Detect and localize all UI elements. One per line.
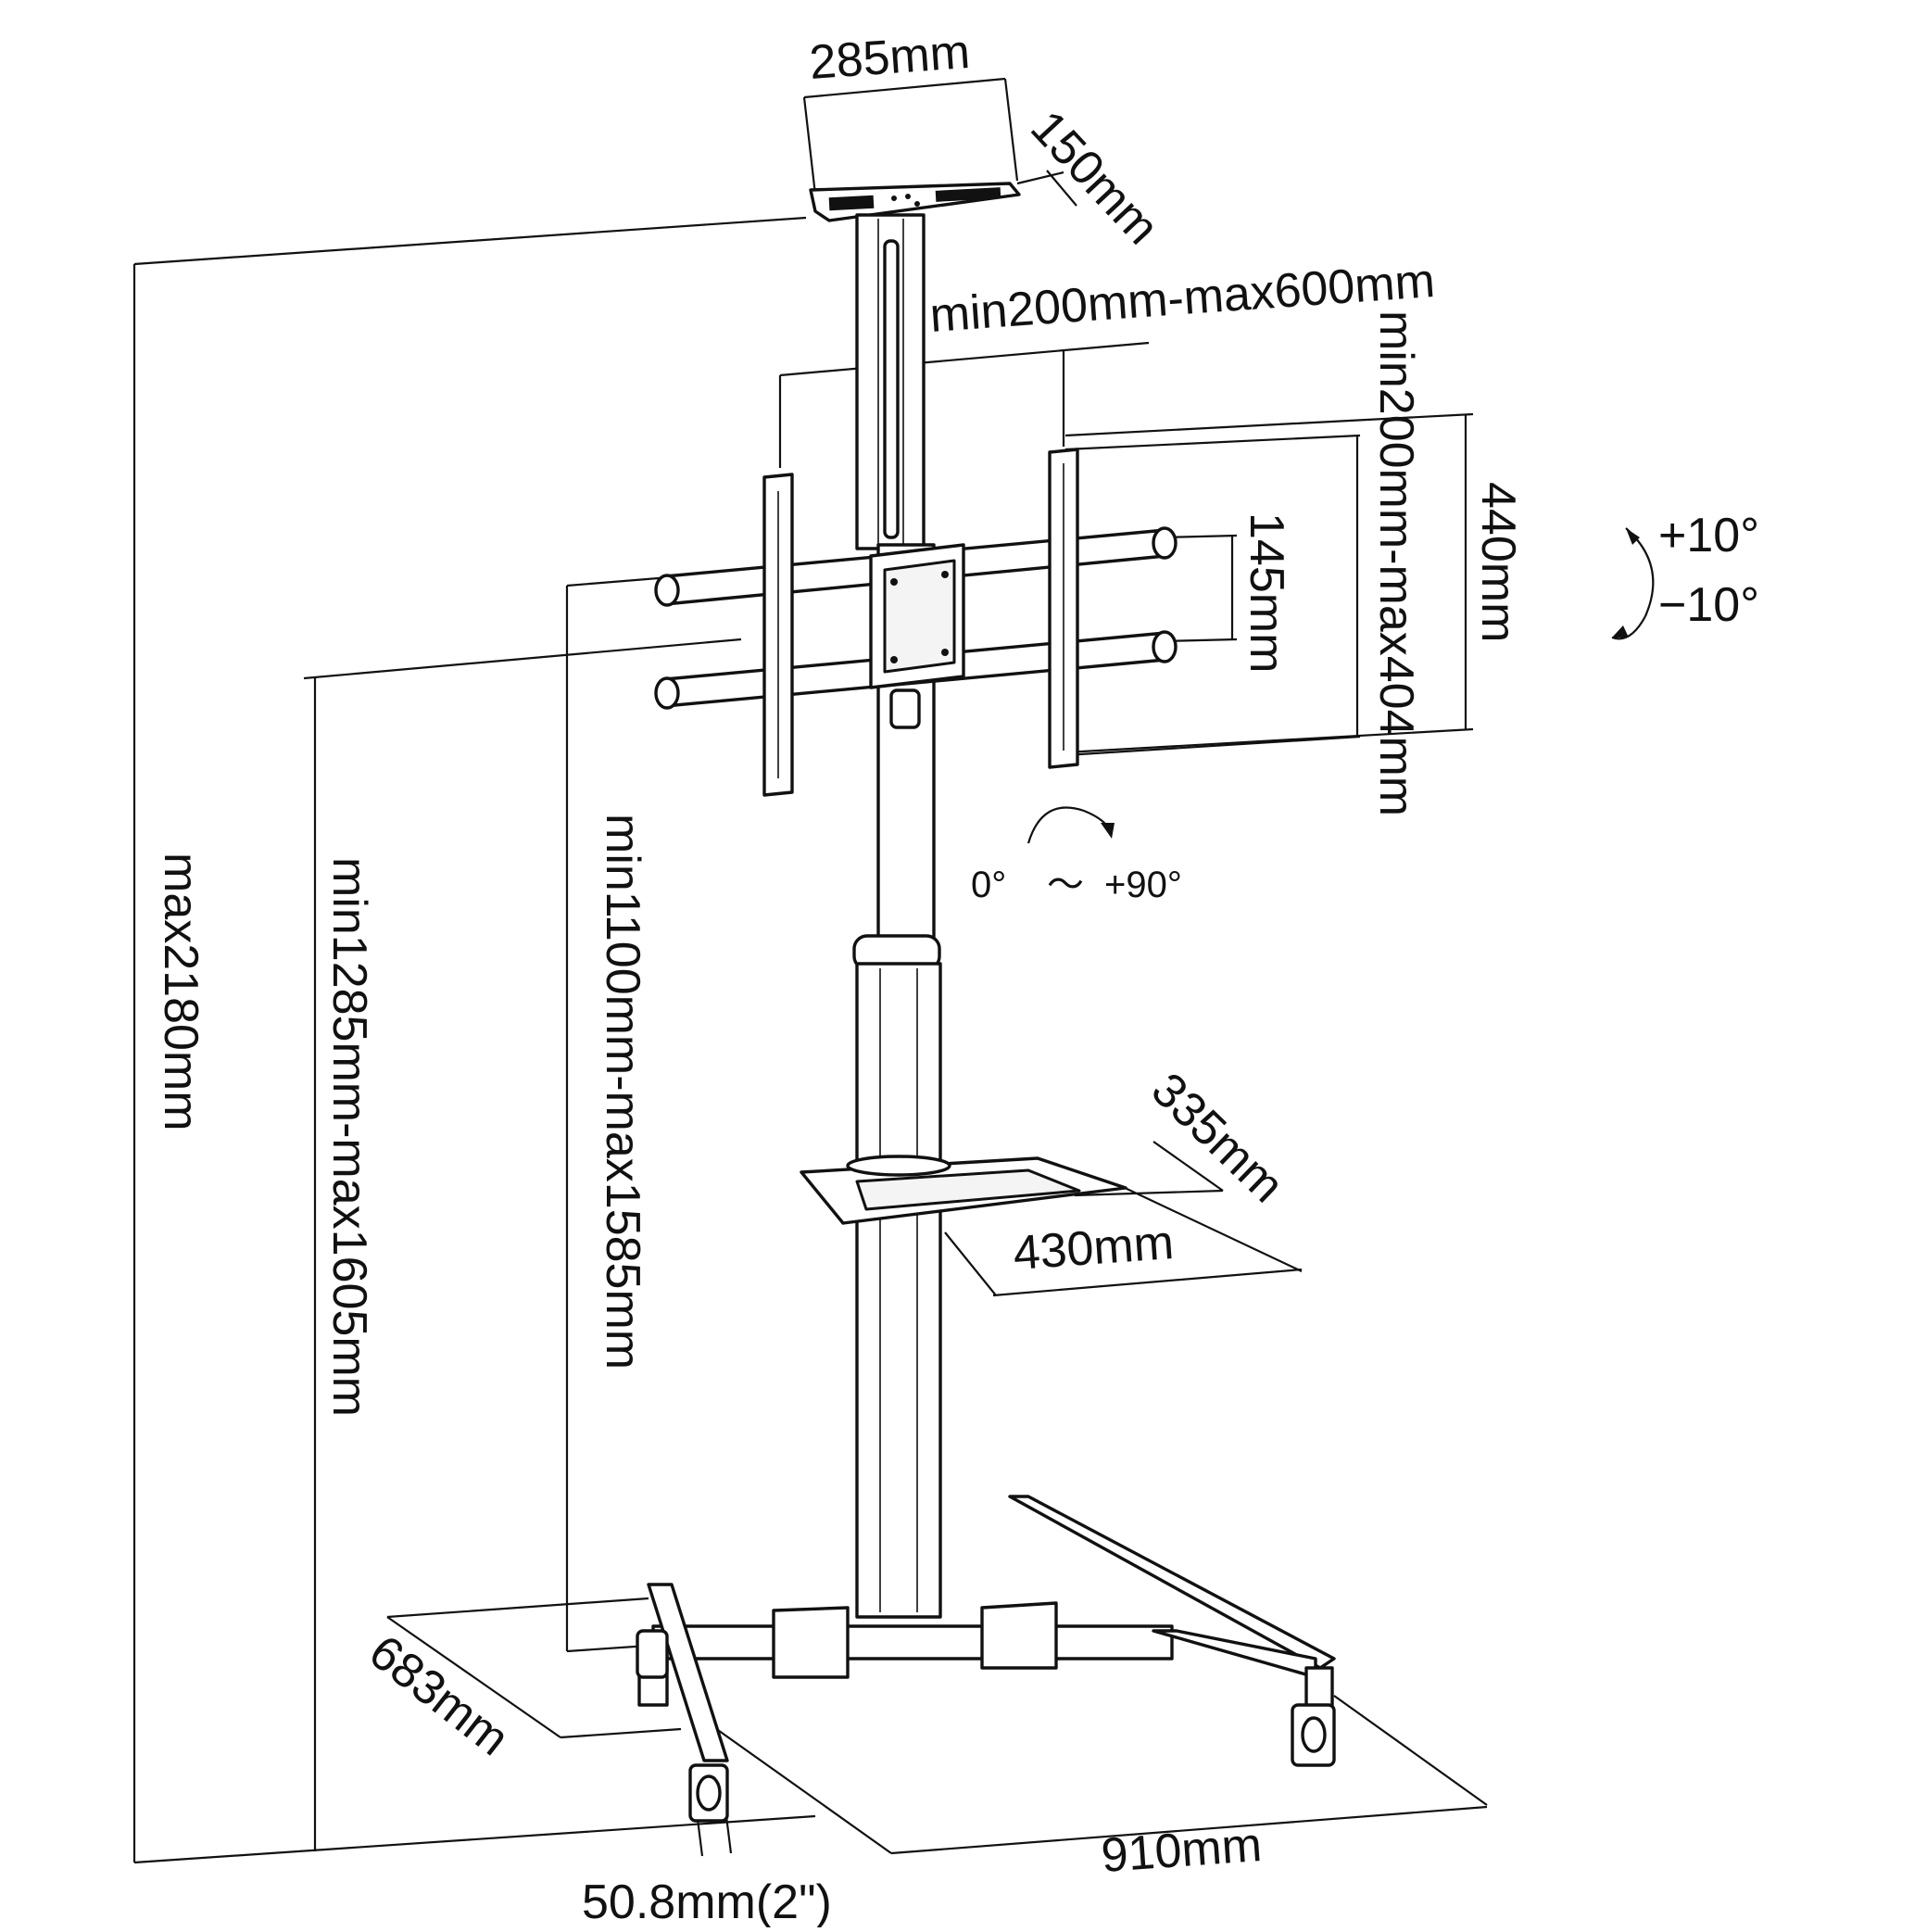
top-tray [809,182,1021,222]
rotation-arrow [1026,806,1115,844]
rotation-separator-label: ～ [1047,865,1084,905]
center-height-dimension-lines [303,638,742,1851]
max-height-dimension-lines [132,216,816,1864]
base-footprint-lines [386,1597,1488,1855]
caster-front-left [688,1763,729,1823]
top-tray-dimension-lines [802,77,1077,207]
caster-back-left [636,1629,669,1679]
rotation-start-label: 0° [971,865,1006,905]
tilt-down-label: −10° [1658,578,1759,632]
tilt-arrow [1611,527,1655,640]
vesa-height-dimension-lines [1064,412,1474,757]
shelf-dimension-lines [944,1141,1303,1297]
tilt-up-label: +10° [1658,509,1759,562]
main-pole [852,543,942,1619]
base-width-label: 910mm [1100,1818,1264,1883]
vertical-arm-right [1048,448,1079,769]
pole-diameter-label: 50.8mm(2") [582,1875,832,1927]
upper-column [855,213,926,550]
plate-height-label: 440mm [1471,482,1525,642]
top-tray-width-label: 285mm [808,25,972,90]
max-height-label: max2180mm [154,852,208,1131]
base [637,1495,1336,1762]
mount-width-range-label: min200mm-max600mm [928,254,1437,343]
rotation-end-label: +90° [1104,865,1182,905]
rail-spacing-label: 145mm [1240,512,1293,673]
middle-shelf [800,1155,1127,1225]
shelf-width-label: 430mm [1012,1216,1176,1281]
mount-height-range-label: min200mm-max404mm [1369,310,1423,816]
vesa-width-dimension-lines [778,341,1150,468]
bottom-height-range-label: min1100mm-max1585mm [596,814,649,1370]
center-height-range-label: min1285mm-max1605mm [322,857,376,1417]
center-plate [869,543,965,689]
caster-back-right [1291,1703,1336,1767]
vertical-arm-left [762,473,794,797]
base-depth-label: 683mm [359,1625,519,1766]
